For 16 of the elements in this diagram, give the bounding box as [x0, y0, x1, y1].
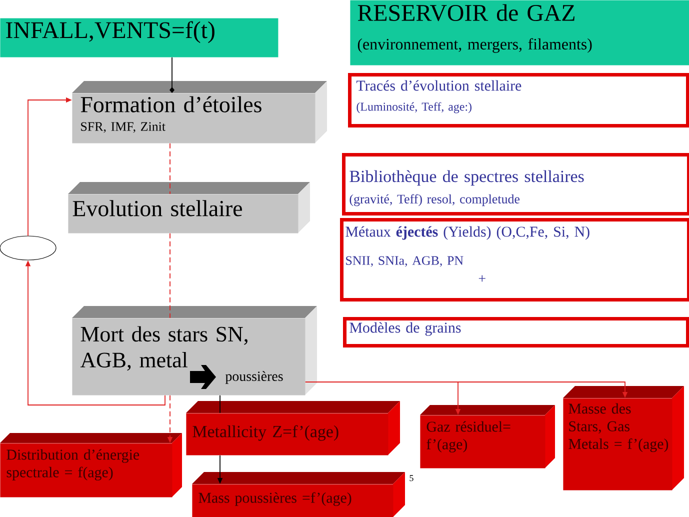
- text-box: Bibliothèque de spectres stellaires (gravité, Teff) resol, completude: [342, 153, 689, 216]
- result-block: Mass poussières =f’(age): [192, 472, 405, 517]
- text-box: Modèles de grains: [343, 317, 689, 348]
- result-block: Masse des Stars, Gas Metals = f’(age): [563, 386, 684, 490]
- title-banner: RESERVOIR de GAZ (environnement, mergers, filaments): [350, 0, 689, 66]
- result-block: Metallicity Z=f’(age): [186, 401, 400, 456]
- connector-line: [170, 56, 174, 93]
- process-block: Mort des stars SN, AGB, metal poussières: [72, 306, 317, 396]
- process-block: Formation d’étoiles SFR, IMF, Zinit: [72, 81, 327, 144]
- text-box: Métaux éjectés (Yields) (O,C,Fe, Si, N) SNII, SNIa, AGB, PN +: [340, 218, 689, 302]
- result-block: Gaz résiduel= f’(age): [420, 405, 555, 468]
- result-block: Distribution d’énergie spectrale = f(age): [0, 433, 182, 498]
- title-banner: INFALL,VENTS=f(t): [0, 18, 278, 58]
- text-box: Tracés d’évolution stellaire (Luminosité, Teff, age:): [348, 73, 689, 128]
- process-block: Evolution stellaire: [68, 182, 310, 234]
- page-number: 5: [410, 475, 414, 482]
